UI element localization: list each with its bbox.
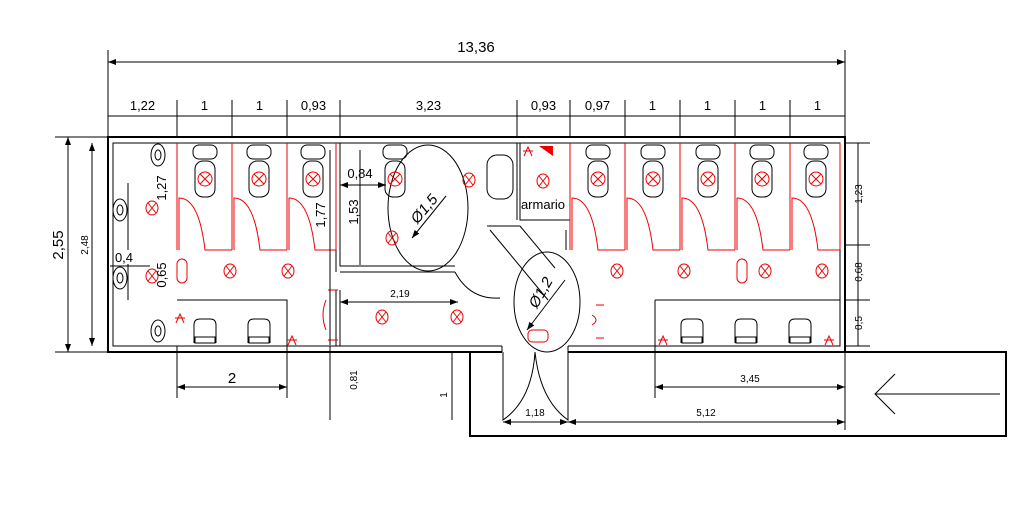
urinal-icon	[193, 318, 217, 344]
label-turning-circle-small: Ø1,2	[525, 274, 557, 312]
toilet-icon	[640, 144, 666, 198]
dim-left-stall-depth: 1,27	[154, 175, 169, 200]
wall-urinal-icon	[112, 198, 128, 222]
dim-right-wing: 5,12	[696, 408, 716, 419]
dim-segment: 3,23	[416, 98, 441, 113]
urinal-icon	[734, 318, 758, 344]
stall-door[interactable]	[791, 197, 840, 251]
stall-door[interactable]	[288, 197, 336, 251]
exterior-walls	[107, 136, 846, 353]
wall-urinal-icon	[150, 143, 166, 167]
dim-right-urinals: 3,45	[740, 374, 760, 385]
hand-dryer-icon	[176, 258, 188, 284]
dimension-labels: 13,36 1,22 1 1 0,93 3,23 0,93 0,97 1 1 1 1 2,55 2,…	[50, 39, 865, 419]
dim-segment: 1,22	[130, 98, 155, 113]
stall-door[interactable]	[178, 197, 232, 251]
interior-walls	[177, 143, 840, 346]
washbasin-icon	[486, 154, 514, 200]
grab-bar-icon	[523, 145, 533, 157]
light-fixture-icon	[815, 263, 829, 279]
dim-bottom-offset: 0,81	[349, 370, 360, 390]
dim-accessible-depth: 1,77	[313, 202, 328, 227]
urinal-icon	[680, 318, 704, 344]
toilet-icon	[300, 144, 326, 198]
dim-segment: 0,97	[585, 98, 610, 113]
dim-lower-room: 2,19	[390, 289, 410, 300]
toilet-icon	[382, 144, 408, 198]
dim-entry-width: 1,18	[525, 408, 545, 419]
sink-icon	[527, 329, 549, 343]
turning-circle-small	[513, 251, 581, 353]
light-fixture-icon	[375, 309, 389, 325]
dim-left-aisle: 0,65	[154, 262, 169, 287]
dim-segment: 1	[759, 98, 766, 113]
light-fixture-icon	[145, 268, 159, 284]
urinal-icon	[788, 318, 812, 344]
light-fixture-icon	[758, 263, 772, 279]
light-fixture-icon	[145, 200, 159, 216]
fire-extinguisher-icon	[539, 146, 553, 156]
dim-segment: 1	[256, 98, 263, 113]
dim-left-urinals: 2	[228, 370, 236, 387]
dim-accessible-offset: 0,84	[347, 166, 372, 181]
dim-segment: 0,93	[531, 98, 556, 113]
door-swing	[454, 271, 501, 299]
light-fixture-icon	[677, 263, 691, 279]
dim-urinal-spacing: 0,4	[115, 250, 133, 265]
dim-right-aisle: 0,68	[854, 262, 865, 282]
light-fixture-icon	[462, 172, 476, 188]
dim-segment: 1	[649, 98, 656, 113]
dim-inner-height: 2,48	[80, 235, 91, 255]
accessible-door-right[interactable]	[591, 304, 604, 339]
grab-bar-icon	[824, 334, 834, 346]
dim-right-urinal-depth: 0,5	[854, 316, 865, 330]
dim-accessible-room: 1,53	[346, 199, 361, 224]
urinal-icon	[247, 318, 271, 344]
light-fixture-icon	[450, 309, 464, 325]
toilet-icon	[695, 144, 721, 198]
dim-entry-depth: 1	[439, 392, 450, 398]
corridor	[469, 351, 1007, 437]
toilet-icon	[246, 144, 272, 198]
grab-bar-icon	[175, 312, 185, 324]
dimension-lines	[55, 50, 870, 430]
dim-segment: 1	[814, 98, 821, 113]
light-fixture-icon	[281, 263, 295, 279]
light-fixture-icon	[610, 263, 624, 279]
wall-urinal-icon	[112, 266, 128, 290]
dim-segment: 1	[201, 98, 208, 113]
label-turning-circle-large: Ø1,5	[407, 191, 442, 228]
stall-door[interactable]	[681, 197, 735, 251]
light-fixture-icon	[536, 173, 550, 189]
storage-label: armario	[521, 197, 565, 212]
dim-total-width: 13,36	[457, 39, 495, 56]
stall-door[interactable]	[571, 197, 625, 251]
grab-bar-icon	[287, 334, 297, 346]
hand-dryer-icon	[736, 258, 748, 284]
stall-door[interactable]	[736, 197, 790, 251]
dim-segment: 1	[704, 98, 711, 113]
toilet-icon	[192, 144, 218, 198]
toilet-icon	[749, 144, 775, 198]
toilet-icon	[585, 144, 611, 198]
dim-segment: 0,93	[301, 98, 326, 113]
stall-door[interactable]	[626, 197, 680, 251]
dim-outer-height: 2,55	[50, 230, 67, 259]
light-fixture-icon	[223, 263, 237, 279]
toilet-icon	[803, 144, 829, 198]
grab-bar-icon	[658, 334, 668, 346]
light-fixture-icon	[385, 230, 399, 246]
wall-urinal-icon	[150, 319, 166, 343]
turning-circle-large	[387, 144, 469, 272]
stall-door[interactable]	[233, 197, 287, 251]
dim-right-stall-depth: 1,23	[854, 184, 865, 204]
arrow-left-icon	[874, 373, 1000, 415]
